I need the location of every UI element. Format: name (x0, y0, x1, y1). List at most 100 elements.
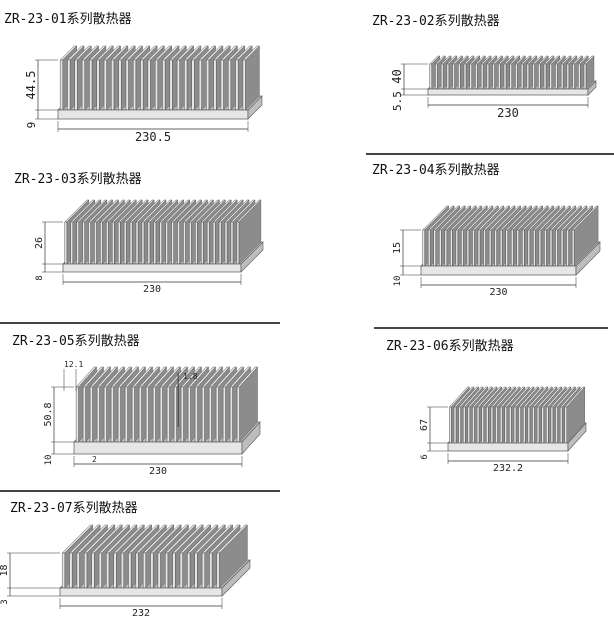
product-title-01: ZR-23-01系列散热器 (4, 12, 132, 27)
heatsink-fin-front (230, 221, 234, 265)
heatsink-fin-front (566, 63, 570, 90)
heatsink-fin-front (222, 386, 226, 443)
heatsink-fin-front (550, 406, 554, 444)
heatsink-fin-front (472, 406, 475, 444)
heatsink-fin-front (145, 386, 149, 443)
heatsink-base-side (587, 80, 597, 96)
heatsink-fin-front (490, 406, 494, 444)
product-title-06: ZR-23-06系列散热器 (386, 339, 514, 354)
heatsink-base-front (427, 88, 589, 96)
heatsink-fin-front (450, 229, 453, 267)
heatsink-fin-front (228, 59, 232, 111)
dimension-fin-label: 1.8 (183, 372, 198, 381)
heatsink-fin-front (458, 406, 461, 444)
heatsink-fin-front (103, 59, 107, 111)
heatsink-fin-front (549, 229, 553, 267)
heatsink-fin-front (172, 552, 176, 589)
heatsink-fin-front (147, 59, 151, 111)
heatsink-fin-front (462, 406, 466, 444)
heatsink-fin-front (499, 406, 503, 444)
heatsink-fin-front (504, 406, 508, 444)
heatsink-fin-front (82, 221, 85, 265)
heatsink-fin-front (103, 386, 107, 443)
dimension-width-label: 230 (489, 287, 507, 298)
heatsink-fin-front (75, 386, 79, 443)
heatsink-fin-front (526, 63, 530, 90)
heatsink-fin-front (154, 59, 158, 111)
divider-rule (0, 322, 280, 324)
heatsink-fin-front (129, 221, 133, 265)
heatsink-fin-front (566, 229, 569, 267)
heatsink-fin-front (142, 552, 147, 589)
heatsink-base-side (221, 559, 251, 597)
product-title-02: ZR-23-02系列散热器 (372, 14, 500, 29)
heatsink-fin-front (124, 386, 128, 443)
heatsink-fin-front (113, 552, 117, 589)
heatsink-fin-front (578, 63, 581, 90)
dimension-gap-label: 2 (92, 455, 97, 464)
heatsink-fin-front (201, 552, 205, 589)
heatsink-fin-front (165, 221, 168, 265)
heatsink-fin-front (70, 221, 74, 265)
heatsink-fin-front (469, 63, 472, 90)
heatsink-fin-front (215, 386, 219, 443)
heatsink-fin-front (435, 63, 438, 90)
heatsink-fin-front (128, 552, 132, 589)
heatsink-fin-front (135, 552, 139, 589)
heatsink-fin-front (224, 221, 228, 265)
product-title-07: ZR-23-07系列散热器 (10, 501, 138, 516)
heatsink-fin-front (533, 229, 536, 267)
heatsink-fin-front (544, 229, 547, 267)
heatsink-fin-front (200, 221, 204, 265)
heatsink-fin-front (527, 406, 531, 444)
heatsink-fin-front (88, 221, 91, 265)
heatsink-fin-front (510, 229, 514, 267)
heatsink-fin-front (229, 386, 233, 443)
heatsink-fin-front (463, 63, 467, 90)
heatsink-fin-front (106, 552, 110, 589)
heatsink-fin-front (571, 229, 575, 267)
heatsink-fin-front (194, 552, 198, 589)
heatsink-base-front (59, 587, 223, 597)
heatsink-fin-front (532, 406, 535, 444)
heatsink-fin-front (201, 386, 205, 443)
heatsink-fin-front (111, 221, 115, 265)
heatsink-fin-front (180, 386, 184, 443)
heatsink-fin-front (527, 229, 531, 267)
heatsink-fin-front (555, 63, 558, 90)
heatsink-fin-front (120, 552, 124, 589)
heatsink-fin-front (520, 63, 524, 90)
heatsink-fin-front (467, 406, 471, 444)
heatsink-fin-front (516, 229, 520, 267)
heatsink-fin-front (89, 386, 93, 443)
heatsink-fin-front (559, 406, 563, 444)
heatsink-fin-front (213, 59, 217, 111)
heatsink-fin-front (206, 59, 210, 111)
dimension-height-label: 18 (0, 564, 10, 576)
dimension-height-label: 67 (419, 419, 430, 431)
heatsink-fin-front (216, 552, 220, 589)
heatsink-fin-front (546, 406, 549, 444)
heatsink-base-front (57, 109, 249, 120)
heatsink-fin-front (159, 386, 163, 443)
heatsink-fin-front (117, 221, 121, 265)
heatsink-fin-front (59, 59, 63, 111)
heatsink-fin-front (212, 221, 216, 265)
heatsink-fin-front (422, 229, 425, 267)
heatsink-fin-front (481, 406, 484, 444)
dimension-base-label: 6 (420, 454, 430, 459)
heatsink-fin-front (458, 63, 461, 90)
heatsink-fin-front (152, 386, 156, 443)
heatsink-fin-front (538, 229, 542, 267)
heatsink-base-side (240, 241, 264, 273)
heatsink-base-side (247, 95, 263, 120)
heatsink-fin-front (76, 552, 80, 589)
dimension-width-label: 230.5 (135, 130, 171, 144)
dimension-height-label: 50.8 (43, 402, 54, 426)
product-title-05: ZR-23-05系列散热器 (12, 334, 140, 349)
heatsink-fin-front (176, 59, 180, 111)
